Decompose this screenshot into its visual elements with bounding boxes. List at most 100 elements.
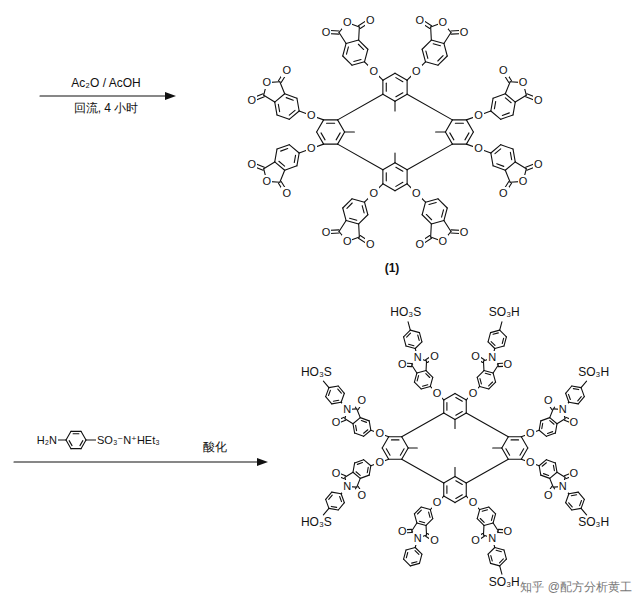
ring-bond [539,460,546,466]
aromatic-bond [422,385,427,386]
ring-bond [493,373,495,382]
ring-bond [382,170,383,184]
atom-label: O [246,158,257,171]
ring-bond [488,547,495,554]
ring-bond [275,102,277,115]
atom-label: O [356,394,367,407]
ring-bond [500,330,507,337]
ring-bond [402,437,409,448]
ring-bond [539,421,541,430]
aromatic-bond [289,110,295,115]
arrow-line [40,95,166,96]
ring-bond [297,153,299,166]
ring-bond [364,202,367,215]
ring-bond [488,342,495,349]
aromatic-bond [456,412,462,416]
atom-label: O [368,65,379,78]
ring-bond [364,49,367,62]
methyl-bond [493,447,502,448]
aromatic-bond [346,47,348,54]
aromatic-bond [496,550,501,551]
ring-bond [444,477,455,484]
aromatic-bond [362,206,364,213]
bond-line [86,439,96,440]
aromatic-bond [571,494,576,496]
ring-bond [297,98,299,111]
atom-label: O [306,142,317,155]
bond-line [323,381,328,388]
ring-bond [466,483,467,496]
atom-label: O [411,65,422,78]
bond-line [444,221,451,232]
ring-bond [504,550,506,559]
bond-line [444,33,451,44]
aromatic-bond [493,333,498,334]
atom-label: O [374,427,385,440]
aromatic-bond [543,474,548,476]
aromatic-bond [327,123,335,124]
atom-label: O [503,358,514,371]
aromatic-bond [446,403,447,410]
ring-bond [422,202,425,215]
ring-bond [578,492,584,499]
atom-label: O [473,142,484,155]
aromatic-bond [433,44,440,46]
aromatic-bond [69,441,72,446]
ring-bond [452,119,466,120]
bond-line [500,322,502,330]
ring-bond [360,475,369,478]
compound-number: (1) [384,262,401,276]
ring-bond [566,386,572,393]
methyl-bond [345,131,355,132]
aromatic-bond [340,496,342,501]
aromatic-bond [542,463,546,467]
aromatic-bond [502,338,503,343]
ring-bond [338,132,345,144]
ring-bond [493,514,495,523]
bridge-bond [466,413,508,437]
ring-bond [369,421,371,430]
ring-bond [324,119,338,120]
aromatic-bond [80,441,83,446]
bond-line [515,162,526,169]
ring-bond [422,40,431,49]
aromatic-bond [419,521,424,522]
ring-bond [445,132,452,144]
ring-bond [414,507,421,514]
ring-bond [539,430,546,436]
ring-bond [508,436,521,437]
aromatic-bond [438,56,443,61]
bond-line [280,82,285,94]
ring-bond [353,472,360,478]
ring-bond [285,166,297,170]
methyl-bond [408,447,417,448]
ring-bond [445,120,452,132]
atom-label: O [543,394,554,407]
bond-line [412,523,417,531]
aromatic-bond [386,449,390,455]
atom-label: O [414,238,425,251]
ring-bond [477,377,479,386]
ring-bond [415,547,422,554]
atom-label: O [365,14,376,27]
ring-bond [480,507,489,509]
ring-bond [277,115,289,119]
ring-bond [389,459,402,460]
ring-bond [275,162,285,170]
aromatic-bond [281,149,288,152]
ring-bond [444,413,455,420]
aromatic-bond [407,333,411,337]
bond-line [357,409,361,418]
aromatic-bond [367,467,369,472]
ring-bond [402,448,409,459]
bond-line [57,439,66,440]
ring-bond [364,430,371,436]
aromatic-bond [495,149,501,154]
ring-bond [502,437,509,448]
ring-bond [332,492,341,494]
aromatic-bond [497,164,504,167]
ring-bond [566,494,569,503]
group-label: HO₃S [300,366,333,380]
atom-label: N [342,480,352,493]
